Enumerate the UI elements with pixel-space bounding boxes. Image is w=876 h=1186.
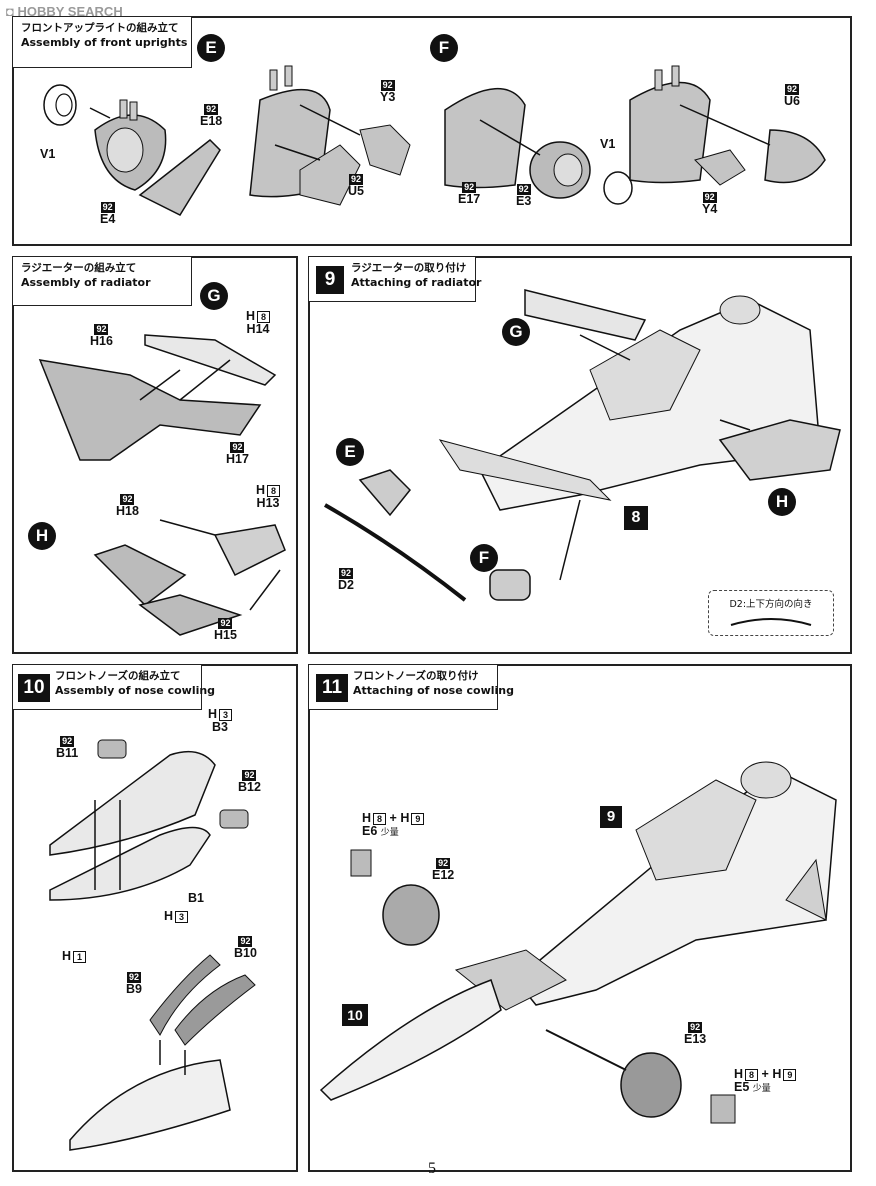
upright-e-drawing: [43, 65, 411, 216]
subassembly-h-marker: H: [28, 522, 56, 550]
d2-arc-icon: [730, 618, 812, 626]
subassembly-f-ref: F: [470, 544, 498, 572]
step-10-number: 10: [18, 674, 50, 702]
radiator-g-drawing: [38, 334, 277, 461]
watermark-logo: ◘ HOBBY SEARCH: [6, 4, 123, 19]
upright-f-drawing: [444, 65, 826, 205]
label-b1: B1: [188, 891, 204, 905]
step-9-number: 9: [316, 266, 344, 294]
title-radiator-assembly: ラジエーターの組み立て Assembly of radiator: [12, 256, 192, 306]
label-v1-left: V1: [40, 147, 56, 161]
step-8-ref: 8: [624, 506, 648, 530]
page-number: 5: [428, 1160, 436, 1177]
camera-icon: ◘: [6, 4, 14, 19]
chassis-step11-drawing: [319, 761, 837, 1124]
panel-step-11: [308, 664, 852, 1172]
subassembly-e-ref: E: [336, 438, 364, 466]
radiator-h-drawing: [93, 519, 286, 636]
nose-assembly-drawing: [49, 739, 256, 1151]
note-d2-orientation: D2:上下方向の向き: [708, 590, 834, 636]
label-v1-right: V1: [600, 137, 616, 151]
title-front-uprights: フロントアップライトの組み立て Assembly of front uprigh…: [12, 16, 192, 68]
subassembly-g-marker: G: [200, 282, 228, 310]
step-11-number: 11: [316, 674, 348, 702]
panel-step-9: [308, 256, 852, 654]
subassembly-g-ref: G: [502, 318, 530, 346]
subassembly-e-marker: E: [197, 34, 225, 62]
subassembly-f-marker: F: [430, 34, 458, 62]
subassembly-h-ref: H: [768, 488, 796, 516]
chassis-step9-drawing: [324, 289, 841, 602]
panel-front-uprights: [12, 16, 852, 246]
step-9-ref-arrow: 9: [600, 806, 622, 828]
step-10-ref-arrow: 10: [342, 1004, 368, 1026]
